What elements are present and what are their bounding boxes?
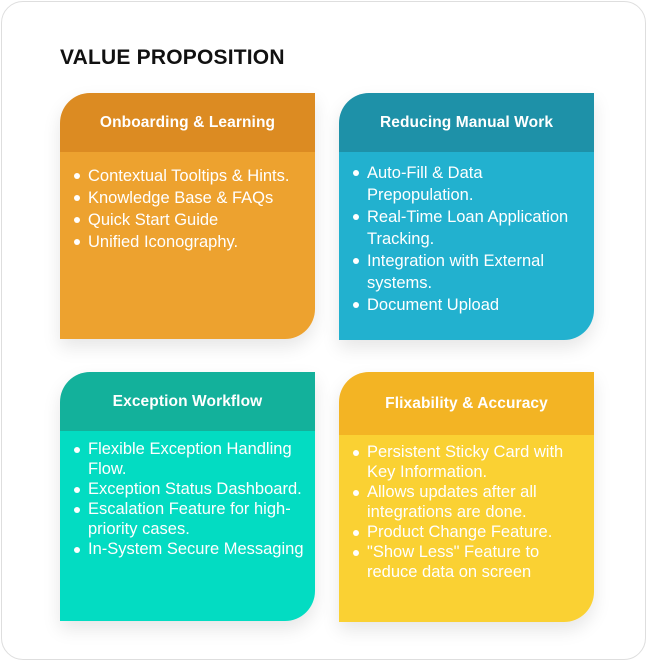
- bullet-icon: [353, 214, 359, 220]
- bullet-icon: [74, 173, 80, 179]
- list-item: Exception Status Dashboard.: [74, 479, 307, 499]
- card-reducing-manual-work: Reducing Manual Work Auto-Fill & Data Pr…: [339, 93, 594, 340]
- bullet-icon: [74, 239, 80, 245]
- bullet-icon: [353, 490, 359, 496]
- feature-list: Persistent Sticky Card with Key Informat…: [353, 442, 586, 582]
- card-header: Reducing Manual Work: [339, 93, 594, 152]
- list-item: Allows updates after all integrations ar…: [353, 482, 586, 522]
- bullet-icon: [74, 547, 80, 553]
- list-item: Document Upload: [353, 294, 586, 316]
- bullet-icon: [74, 195, 80, 201]
- card-header: Exception Workflow: [60, 372, 315, 431]
- list-item: Product Change Feature.: [353, 522, 586, 542]
- list-item: Persistent Sticky Card with Key Informat…: [353, 442, 586, 482]
- card-body: Persistent Sticky Card with Key Informat…: [339, 435, 594, 622]
- card-exception-workflow: Exception Workflow Flexible Exception Ha…: [60, 372, 315, 621]
- bullet-icon: [74, 447, 80, 453]
- feature-list: Flexible Exception Handling Flow. Except…: [74, 439, 307, 559]
- card-body: Contextual Tooltips & Hints. Knowledge B…: [60, 152, 315, 339]
- card-body: Auto-Fill & Data Prepopulation. Real-Tim…: [339, 152, 594, 340]
- feature-list: Auto-Fill & Data Prepopulation. Real-Tim…: [353, 162, 586, 316]
- list-item: In-System Secure Messaging: [74, 539, 307, 559]
- feature-list: Contextual Tooltips & Hints. Knowledge B…: [74, 165, 307, 253]
- list-item: Quick Start Guide: [74, 209, 307, 231]
- list-item: Auto-Fill & Data Prepopulation.: [353, 162, 586, 206]
- bullet-icon: [74, 217, 80, 223]
- bullet-icon: [353, 530, 359, 536]
- list-item: Real-Time Loan Application Tracking.: [353, 206, 586, 250]
- card-flexibility-accuracy: Flixability & Accuracy Persistent Sticky…: [339, 372, 594, 622]
- bullet-icon: [353, 258, 359, 264]
- card-header: Onboarding & Learning: [60, 93, 315, 152]
- bullet-icon: [353, 302, 359, 308]
- card-onboarding-learning: Onboarding & Learning Contextual Tooltip…: [60, 93, 315, 339]
- list-item: Unified Iconography.: [74, 231, 307, 253]
- bullet-icon: [74, 507, 80, 513]
- list-item: Escalation Feature for high-priority cas…: [74, 499, 307, 539]
- list-item: "Show Less" Feature to reduce data on sc…: [353, 542, 586, 582]
- card-header: Flixability & Accuracy: [339, 372, 594, 435]
- list-item: Contextual Tooltips & Hints.: [74, 165, 307, 187]
- card-body: Flexible Exception Handling Flow. Except…: [60, 431, 315, 621]
- bullet-icon: [353, 550, 359, 556]
- list-item: Knowledge Base & FAQs: [74, 187, 307, 209]
- list-item: Integration with External systems.: [353, 250, 586, 294]
- page-title: VALUE PROPOSITION: [60, 46, 285, 69]
- bullet-icon: [74, 487, 80, 493]
- bullet-icon: [353, 450, 359, 456]
- bullet-icon: [353, 170, 359, 176]
- list-item: Flexible Exception Handling Flow.: [74, 439, 307, 479]
